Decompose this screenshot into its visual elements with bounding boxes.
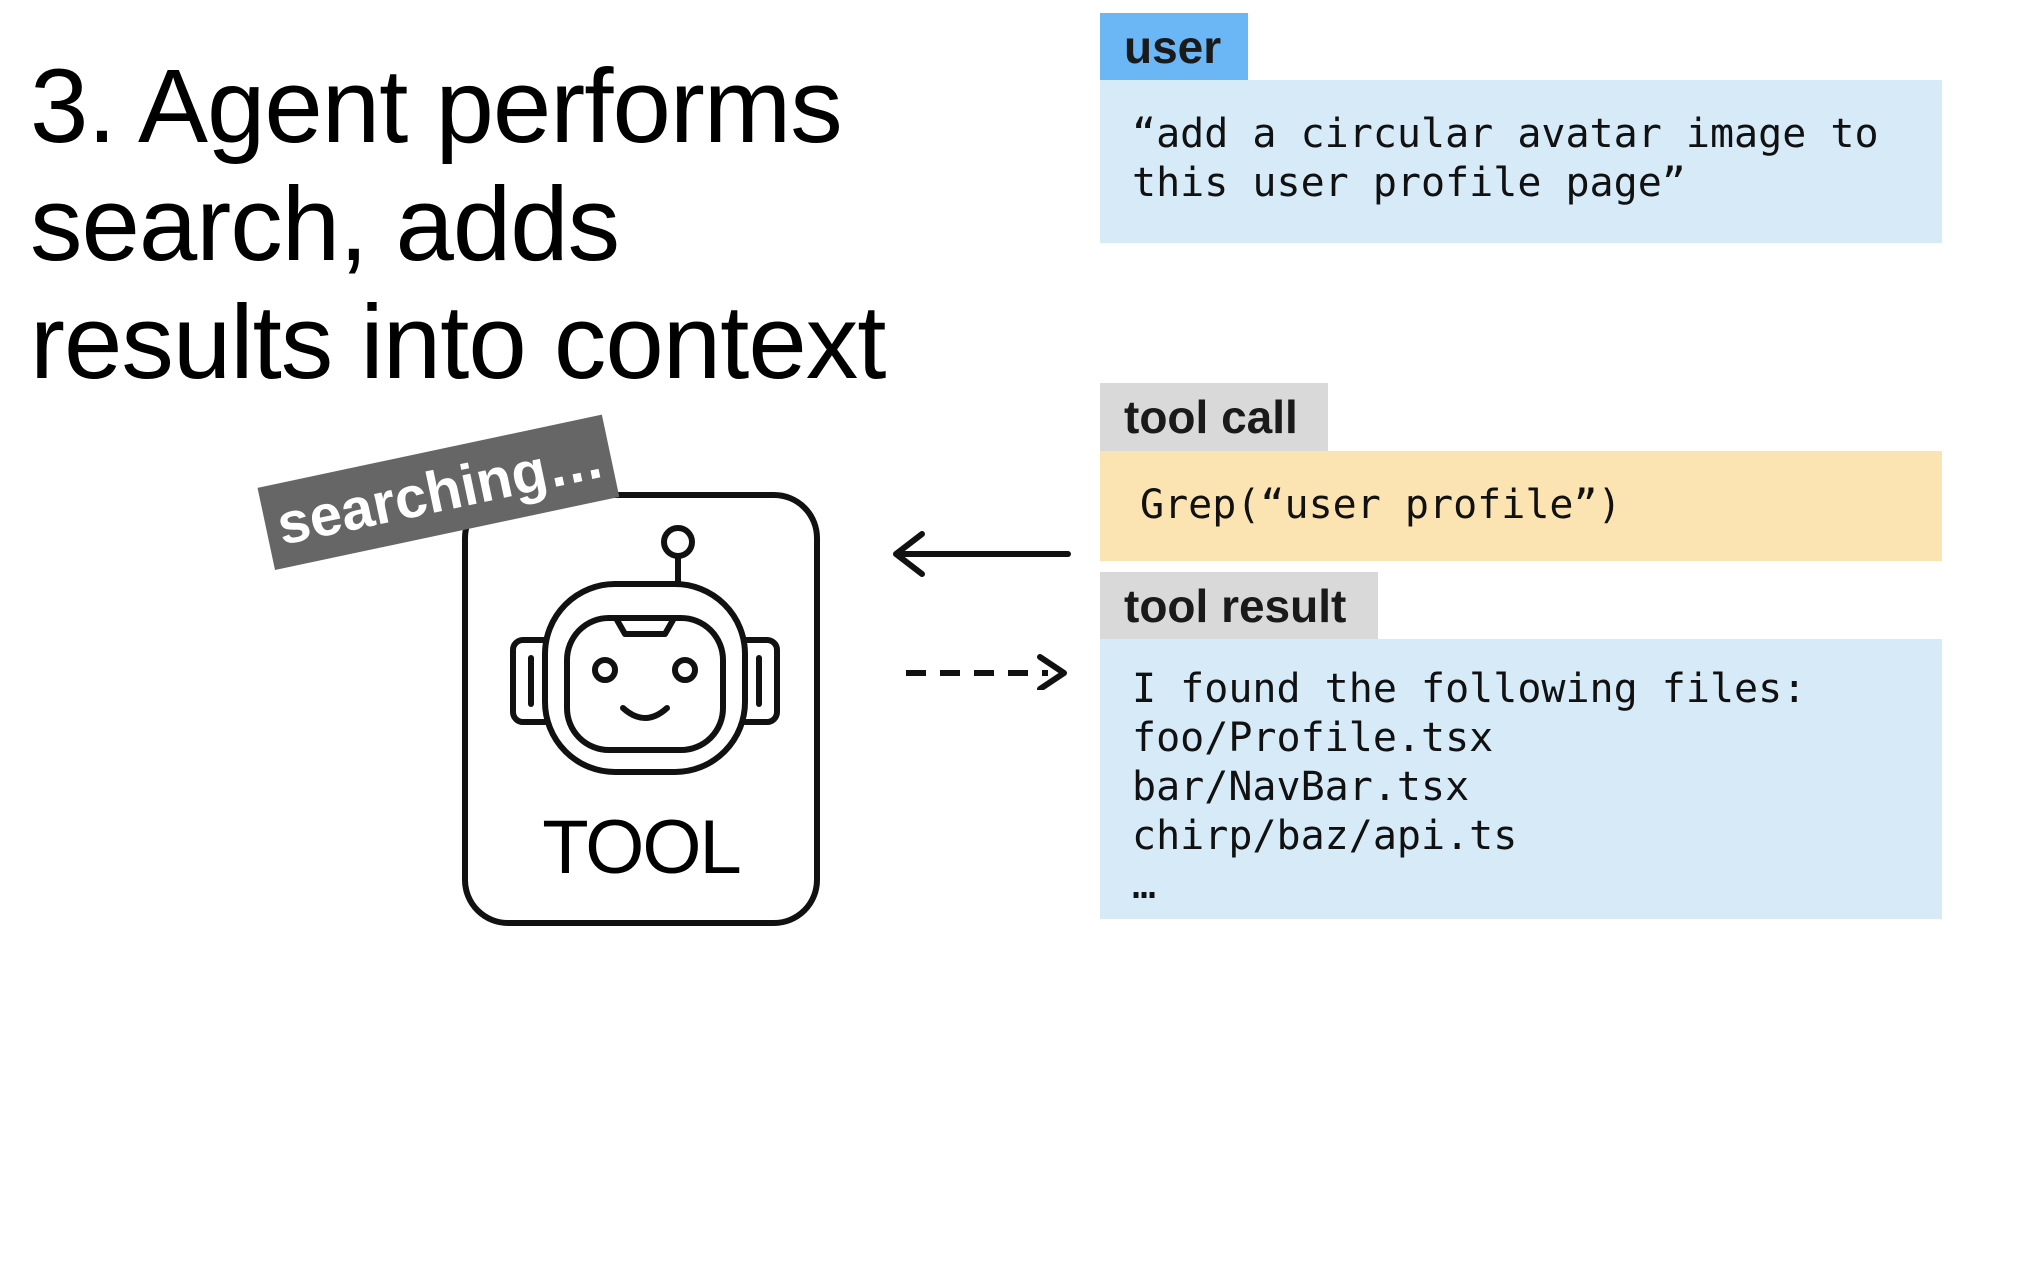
tool-result-line: … [1132,862,1157,908]
tool-result-line: bar/NavBar.tsx [1132,764,1470,810]
title-line-3: results into context [30,284,886,401]
tool-result-tab-label: tool result [1100,572,1378,640]
user-message-panel: “add a circular avatar image to this use… [1100,80,1942,243]
title-line-1: 3. Agent performs [30,48,843,165]
flow-arrows [893,531,1071,690]
dashed-arrow-right-icon [906,654,1067,690]
tool-call-panel: Grep(“user profile”) [1100,451,1942,561]
user-message-line-2: this user profile page” [1132,160,1686,206]
user-tab-label: user [1100,13,1248,81]
user-message-line-1: “add a circular avatar image to [1132,111,1879,157]
tool-card [462,492,820,926]
tool-call-code: Grep(“user profile”) [1140,482,1622,528]
tool-label: TOOL [542,805,742,890]
tool-result-line: foo/Profile.tsx [1132,715,1494,761]
tool-result-line: I found the following files: [1132,666,1807,712]
tool-call-tab-label: tool call [1100,383,1328,451]
robot-icon [510,525,780,775]
arrow-left-icon [893,531,1071,577]
tool-result-panel: I found the following files: foo/Profile… [1100,639,1942,919]
tool-result-line: chirp/baz/api.ts [1132,813,1518,859]
title-line-2: search, adds [30,166,620,283]
page-title: 3. Agent performs search, adds results i… [30,48,1070,402]
